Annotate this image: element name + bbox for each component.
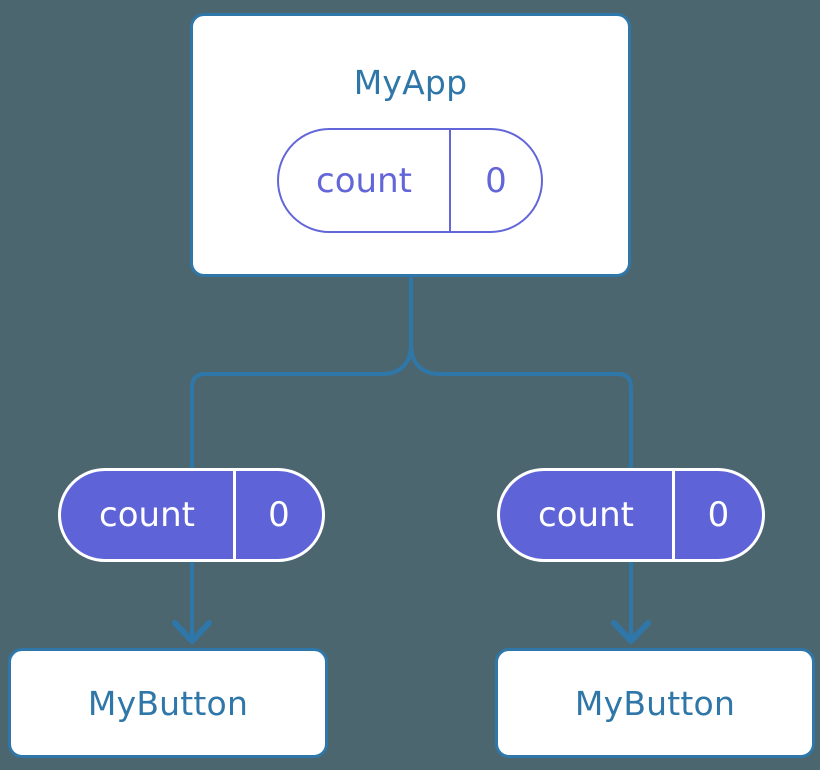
- component-title: MyButton: [87, 683, 249, 723]
- state-value-label: 0: [485, 160, 507, 201]
- state-pill-branch-left[interactable]: count 0: [58, 468, 325, 562]
- state-pill-root[interactable]: count 0: [277, 128, 543, 233]
- component-title: MyButton: [574, 683, 736, 723]
- connector-fork-right: [409, 343, 633, 468]
- state-value-label: 0: [707, 495, 730, 535]
- component-node-mybutton-right[interactable]: MyButton: [495, 648, 815, 758]
- arrow-head-left-icon: [172, 620, 212, 644]
- component-node-mybutton-left[interactable]: MyButton: [8, 648, 328, 758]
- component-title: MyApp: [353, 63, 468, 102]
- connector-fork: [190, 343, 413, 468]
- state-key-label: count: [61, 471, 236, 559]
- state-pill-branch-right[interactable]: count 0: [497, 468, 765, 562]
- state-value-label: 0: [268, 495, 290, 535]
- arrow-head-right-icon: [611, 620, 651, 644]
- state-key-label: count: [500, 471, 675, 559]
- state-key-label: count: [279, 130, 451, 231]
